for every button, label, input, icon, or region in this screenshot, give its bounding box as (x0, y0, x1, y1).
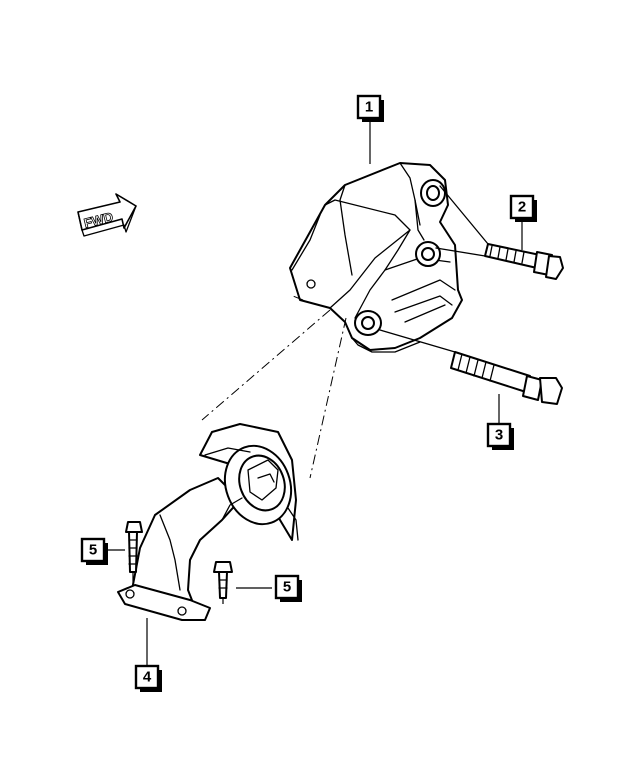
callout-2: 2 (509, 194, 537, 222)
mount-bracket (289, 162, 463, 353)
bolt-small-right (213, 561, 233, 604)
callout-5-left-label: 5 (89, 542, 97, 559)
callout-5-right-label: 5 (283, 579, 291, 596)
callout-2-label: 2 (518, 199, 526, 216)
callout-4-label: 4 (143, 669, 152, 686)
bolt-long (450, 351, 563, 405)
callout-3: 3 (486, 422, 514, 450)
callout-5-right: 5 (274, 574, 302, 602)
callout-4: 4 (134, 664, 162, 692)
fwd-label: FWD (82, 209, 114, 231)
engine-mount-isolator (117, 423, 299, 621)
bolt-short (484, 243, 564, 280)
callout-5-left: 5 (80, 537, 108, 565)
callout-1-label: 1 (365, 99, 373, 116)
callout-3-label: 3 (495, 427, 503, 444)
bolt-small-left (125, 521, 143, 586)
fwd-arrow-icon: FWD (77, 193, 137, 237)
callout-1: 1 (356, 94, 384, 122)
